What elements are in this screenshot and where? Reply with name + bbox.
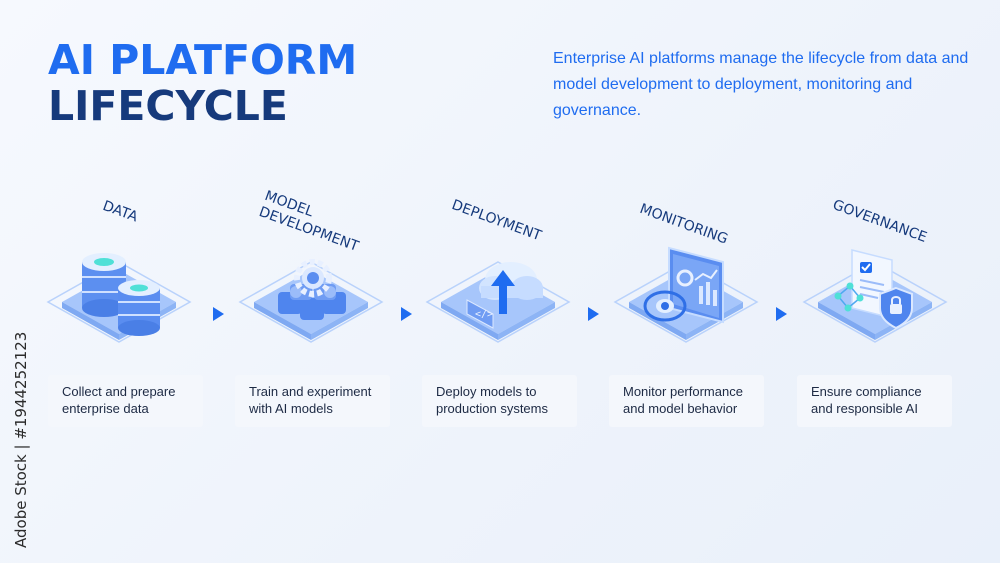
gear-puzzle-icon xyxy=(238,259,384,343)
stage-desc-monitoring: Monitor performance and model behavior xyxy=(609,375,764,427)
stage-label-data: DATA xyxy=(100,198,140,226)
title-line-2: LIFECYCLE xyxy=(48,82,288,130)
arrow-right-icon xyxy=(776,307,787,321)
dashboard-eye-icon xyxy=(613,246,759,343)
svg-text:</>: </> xyxy=(475,309,493,320)
stage-label-line: DEPLOYMENT xyxy=(449,197,544,245)
stage-label-deployment: DEPLOYMENT xyxy=(449,197,544,245)
title-line-1: AI PLATFORM xyxy=(48,36,358,84)
arrow-right-icon xyxy=(213,307,224,321)
stage-desc-data: Collect and prepare enterprise data xyxy=(48,375,203,427)
arrow-right-icon xyxy=(401,307,412,321)
stage-label-line: DATA xyxy=(100,198,140,226)
document-shield-icon xyxy=(802,249,948,343)
stage-desc-governance: Ensure compliance and responsible AI xyxy=(797,375,952,427)
database-stack-icon xyxy=(46,253,192,343)
arrow-right-icon xyxy=(588,307,599,321)
stock-watermark: Adobe Stock | #1944252123 xyxy=(12,331,30,548)
stage-desc-deployment: Deploy models to production systems xyxy=(422,375,577,427)
stage-desc-model-development: Train and experiment with AI models xyxy=(235,375,390,427)
cloud-upload-icon: </> xyxy=(425,261,571,343)
intro-text: Enterprise AI platforms manage the lifec… xyxy=(553,50,969,119)
